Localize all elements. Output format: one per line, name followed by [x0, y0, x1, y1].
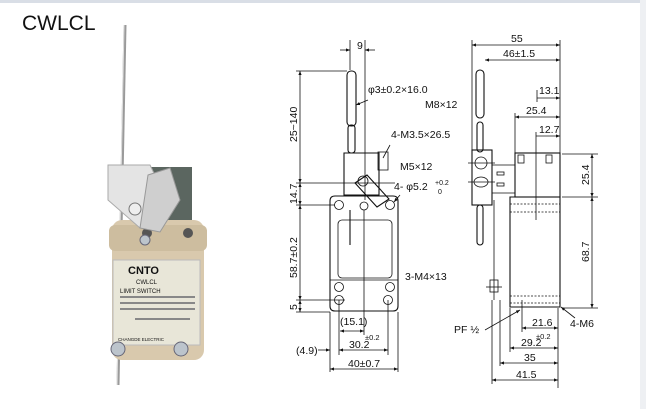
dim-m5: M5×12	[400, 161, 433, 173]
dim-rod-range: 25~140	[288, 107, 300, 142]
dim-30-2: 30.2	[349, 339, 370, 351]
dim-5: 5	[288, 304, 300, 310]
photo-model-label: CWLCL	[136, 280, 158, 286]
dim-lever-screw: 4-M3.5×26.5	[391, 129, 450, 141]
dim-25-4-side: 25.4	[580, 164, 592, 185]
scrollbar[interactable]	[640, 0, 646, 409]
dim-holes: 4- φ5.2	[394, 181, 428, 193]
dim-58-7: 58.7±0.2	[288, 237, 300, 278]
dim-21-6: 21.6	[532, 317, 553, 329]
front-view-drawing	[296, 40, 401, 372]
dim-9: 9	[357, 40, 363, 52]
dim-55: 55	[511, 33, 523, 45]
dim-25-4-top: 25.4	[526, 105, 547, 117]
dim-13-1: 13.1	[539, 85, 560, 97]
dim-29-2-tol: ±0.2	[536, 332, 551, 341]
photo-brand-label: CNTO	[128, 265, 159, 277]
dim-68-7: 68.7	[580, 241, 592, 262]
dim-m6: 4-M6	[570, 318, 594, 330]
dim-holes-tol-upper: +0.2	[435, 180, 449, 187]
dim-4-9: (4.9)	[296, 345, 318, 357]
dim-screws: 3-M4×13	[405, 271, 447, 283]
dim-29-2: 29.2	[521, 337, 542, 349]
top-border	[0, 0, 646, 3]
product-photo: CNTO CWLCL LIMIT SWITCH CHANGDE ELECTRIC	[107, 24, 207, 386]
dim-rod: φ3±0.2×16.0	[368, 84, 428, 96]
photo-type-label: LIMIT SWITCH	[120, 289, 161, 295]
dim-41-5: 41.5	[516, 369, 537, 381]
product-title: CWLCL	[22, 12, 96, 35]
dim-pf: PF ½	[454, 324, 479, 336]
dim-12-7: 12.7	[539, 124, 560, 136]
dim-14-7: 14.7	[288, 183, 300, 204]
photo-maker-label: CHANGDE ELECTRIC	[118, 337, 165, 342]
dim-40: 40±0.7	[348, 358, 380, 370]
dim-46: 46±1.5	[503, 48, 535, 60]
dim-holes-tol-lower: 0	[438, 189, 442, 196]
dim-15-1: (15.1)	[340, 316, 367, 328]
side-view-drawing	[468, 40, 598, 388]
dim-30-2-tol: ±0.2	[365, 333, 380, 342]
dim-m8: M8×12	[425, 99, 458, 111]
dim-35: 35	[524, 352, 536, 364]
